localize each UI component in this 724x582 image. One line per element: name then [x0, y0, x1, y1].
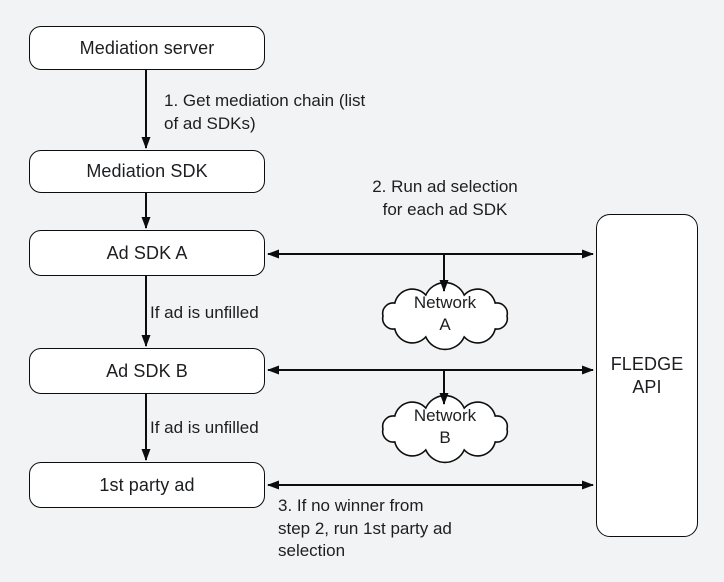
label-step1-line2: of ad SDKs): [164, 113, 256, 133]
node-ad-sdk-a-label: Ad SDK A: [106, 242, 188, 263]
network-a-label: Network A: [372, 292, 518, 336]
label-step1: 1. Get mediation chain (list of ad SDKs): [164, 90, 365, 135]
network-a-label-line1: Network: [413, 293, 477, 312]
network-a-label-line2: A: [439, 315, 451, 334]
node-ad-sdk-b-label: Ad SDK B: [106, 360, 188, 381]
network-b-label: Network B: [372, 405, 518, 449]
label-step2: 2. Run ad selection for each ad SDK: [363, 176, 527, 221]
label-step2-line1: 2. Run ad selection: [372, 177, 518, 196]
label-unfilled-b: If ad is unfilled: [150, 418, 259, 437]
network-a-cloud: [381, 281, 509, 351]
label-step3-line1: 3. If no winner from: [278, 496, 424, 515]
label-step1-line1: 1. Get mediation chain (list: [164, 91, 366, 110]
label-step3-line3: selection: [278, 541, 346, 560]
node-first-party-ad: 1st party ad: [29, 462, 265, 508]
label-unfilled-a: If ad is unfilled: [150, 303, 259, 322]
node-first-party-ad-label: 1st party ad: [99, 474, 195, 495]
label-step3: 3. If no winner from step 2, run 1st par…: [278, 495, 452, 563]
node-mediation-server-label: Mediation server: [79, 37, 215, 58]
node-ad-sdk-b: Ad SDK B: [29, 348, 265, 394]
node-fledge-api-label-line1: FLEDGE: [610, 353, 684, 374]
network-b-label-line1: Network: [413, 406, 477, 425]
node-mediation-server: Mediation server: [29, 26, 265, 70]
node-fledge-api-label-line2: API: [632, 376, 662, 397]
label-step3-line2: step 2, run 1st party ad: [278, 518, 452, 538]
node-ad-sdk-a: Ad SDK A: [29, 230, 265, 276]
label-step2-line2: for each ad SDK: [382, 199, 508, 219]
node-mediation-sdk: Mediation SDK: [29, 150, 265, 193]
node-fledge-api: FLEDGE API: [596, 214, 698, 537]
network-b-label-line2: B: [439, 428, 451, 447]
network-b-cloud: [381, 394, 509, 464]
node-mediation-sdk-label: Mediation SDK: [86, 161, 208, 181]
